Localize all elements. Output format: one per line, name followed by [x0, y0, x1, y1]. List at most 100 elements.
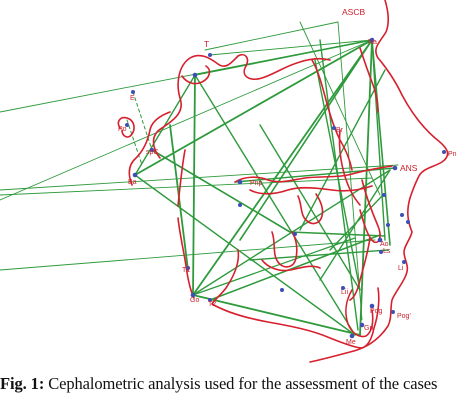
point-s — [192, 72, 198, 78]
point-me — [349, 333, 355, 339]
point-pog-soft — [391, 310, 395, 314]
reference-line-2 — [0, 39, 373, 201]
label-pog-soft: Pog' — [397, 313, 411, 320]
ascb-line — [204, 21, 339, 51]
label-lii: Lii — [341, 289, 348, 296]
label-t: T — [204, 39, 209, 49]
point-ls — [406, 220, 410, 224]
ba-na-line — [134, 39, 373, 176]
reference-line-4 — [0, 177, 373, 196]
cross-line-3 — [299, 69, 386, 231]
caption-text: Cephalometric analysis used for the asse… — [44, 374, 438, 393]
cross-line-7 — [192, 237, 356, 296]
orbit-outline — [311, 59, 353, 171]
point-ar — [238, 203, 242, 207]
point-li — [402, 260, 406, 264]
cross-line-2 — [259, 124, 361, 291]
label-t1: T1 — [182, 267, 190, 274]
lower-incisor — [349, 237, 371, 301]
label-go: Go — [190, 297, 199, 304]
na-ls-line — [371, 39, 391, 246]
label-gn: Gn — [364, 325, 373, 332]
reference-line-3 — [0, 239, 376, 271]
s-go-line — [192, 74, 196, 296]
point-pnp — [237, 179, 243, 185]
point-lower-incisor — [379, 250, 383, 254]
point-ao — [377, 237, 383, 243]
occipital-outline — [128, 111, 171, 186]
lower-molar — [271, 231, 298, 268]
caption-label: Fig. 1: — [0, 374, 45, 393]
sella-turcica — [181, 65, 211, 85]
label-pn: Pn — [448, 151, 457, 158]
cross-line-6 — [249, 249, 389, 261]
spc-line — [151, 149, 291, 233]
mandible-outline — [211, 249, 380, 349]
maxilla-lower — [249, 185, 373, 195]
ascb-incisor-line — [299, 21, 381, 196]
s-gn-line — [194, 74, 356, 336]
point-na — [369, 37, 375, 43]
point-lii — [341, 286, 345, 290]
label-spc: spC — [146, 149, 158, 156]
mandibular-plane-line — [192, 294, 361, 336]
ba-pog-line — [134, 174, 356, 336]
symphysis — [345, 289, 374, 338]
ascb-pog-line — [337, 21, 363, 321]
cranial-base-outline — [152, 53, 331, 159]
point-spc — [150, 148, 154, 152]
point-ans — [392, 165, 398, 171]
point-upper-incisor — [386, 223, 390, 227]
label-me: Me — [346, 339, 356, 346]
point-molar — [293, 232, 297, 236]
po-e-dashed-line — [126, 119, 143, 166]
label-ascb: ASCB — [342, 7, 365, 17]
label-ao: Ao — [380, 241, 389, 248]
point-br — [332, 126, 336, 130]
label-ls: Ls — [383, 248, 391, 255]
label-pog: Pog — [370, 308, 383, 315]
point-t — [208, 53, 212, 57]
label-na: Na — [368, 39, 377, 46]
point-gn — [359, 322, 365, 328]
sella-nasion-line — [194, 39, 373, 76]
cephalometric-tracing: ASCB T Na E Po Br spC Ba Pn ANS Pnp Ao L… — [0, 0, 457, 363]
upper-molar — [297, 193, 324, 225]
porion-ear-rod — [117, 116, 135, 138]
label-po: Po — [118, 126, 127, 133]
label-ans: ANS — [400, 163, 418, 173]
point-po — [125, 123, 129, 127]
occlusal-line — [289, 231, 386, 237]
label-br: Br — [336, 127, 344, 134]
label-li: Li — [398, 265, 404, 272]
point-t1 — [186, 266, 190, 270]
mandible-ramus — [177, 217, 195, 299]
label-t2: T2 — [208, 301, 216, 308]
pterygo-fissure — [338, 129, 361, 206]
point-pn — [442, 150, 446, 154]
point-soft-1 — [400, 213, 404, 217]
point-go — [190, 292, 196, 298]
point-a — [382, 193, 386, 197]
point-ba — [132, 172, 138, 178]
label-ba: Ba — [128, 179, 137, 186]
point-e — [131, 90, 135, 94]
label-pnp: Pnp — [250, 180, 263, 187]
cross-line-5 — [329, 194, 384, 251]
tongue-outline — [261, 259, 321, 272]
ramus-posterior — [177, 149, 186, 207]
point-pog — [369, 303, 375, 309]
palate-outline — [234, 165, 393, 183]
figure-caption: Fig. 1: Cephalometric analysis used for … — [0, 374, 474, 394]
e-dashed-line — [132, 91, 153, 151]
t-nasion-line — [209, 39, 373, 56]
go-na-line — [192, 39, 373, 296]
soft-tissue-profile — [309, 0, 449, 363]
cross-line-1 — [239, 39, 373, 241]
point-t2 — [208, 298, 212, 302]
nasal-bone — [359, 47, 379, 113]
facial-axis-line — [319, 39, 359, 331]
point-mandible-mid — [280, 288, 284, 292]
label-e: E — [130, 95, 135, 102]
